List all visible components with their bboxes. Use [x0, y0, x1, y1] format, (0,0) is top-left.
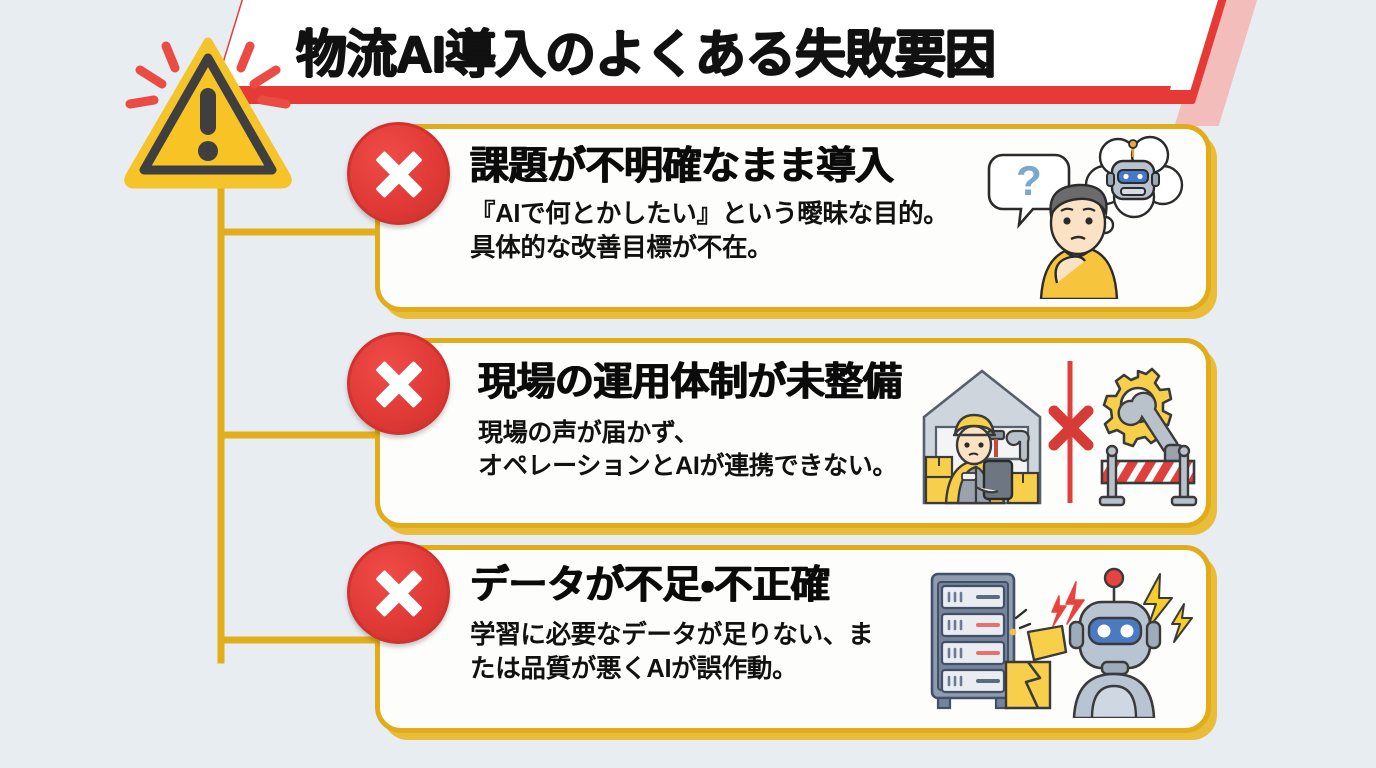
card-2-body-line2: オペレーションとAIが連携できない。 — [478, 452, 898, 481]
x-mark-icon-2 — [347, 332, 450, 435]
failure-card-1[interactable]: 課題が不明確なまま導入 『AIで何とかしたい』という曖昧な目的。 具体的な改善目… — [375, 124, 1211, 312]
x-glyph — [372, 566, 426, 620]
warehouse-worker-disconnected-from-robot-arm-illustration — [910, 353, 1200, 513]
card-1-title: 課題が不明確なまま導入 — [470, 145, 894, 188]
card-3-title: データが不足・不正確 — [470, 564, 830, 607]
warning-triangle-icon — [118, 18, 298, 194]
card-2-body-line1: 現場の声が届かず、 — [478, 418, 699, 447]
svg-text:?: ? — [1016, 157, 1042, 204]
card-2-body: 現場の声が届かず、 オペレーションとAIが連携できない。 — [478, 417, 998, 485]
card-1-body: 『AIで何とかしたい』という曖昧な目的。 具体的な改善目標が不在。 — [470, 197, 990, 266]
failure-card-3[interactable]: データが不足・不正確 学習に必要なデータが足りない、ま たは品質が悪くAIが誤作… — [375, 545, 1211, 733]
card-1-text: 課題が不明確なまま導入 『AIで何とかしたい』という曖昧な目的。 具体的な改善目… — [470, 145, 990, 266]
card-2-text: 現場の運用体制が未整備 現場の声が届かず、 オペレーションとAIが連携できない。 — [478, 361, 998, 484]
card-3-text: データが不足・不正確 学習に必要なデータが足りない、ま たは品質が悪くAIが誤作… — [470, 564, 990, 687]
x-glyph — [372, 357, 426, 411]
card-1-body-line2: 具体的な改善目標が不在。 — [470, 234, 773, 263]
card-3-body-line2: たは品質が悪くAIが誤作動。 — [470, 655, 798, 684]
card-1-body-line1: 『AIで何とかしたい』という曖昧な目的。 — [470, 199, 949, 228]
x-mark-icon-3 — [347, 541, 450, 644]
x-glyph — [372, 147, 426, 201]
card-3-body-line1: 学習に必要なデータが足りない、ま — [470, 620, 874, 649]
card-2-title: 現場の運用体制が未整備 — [478, 361, 902, 404]
x-mark-icon-1 — [347, 122, 450, 225]
confused-person-thinking-about-robot-illustration: ? — [983, 133, 1198, 299]
failure-card-2[interactable]: 現場の運用体制が未整備 現場の声が届かず、 オペレーションとAIが連携できない。 — [375, 338, 1211, 528]
page-title: 物流AI導入のよくある失敗要因 — [296, 26, 996, 83]
title-banner: 物流AI導入のよくある失敗要因 — [0, 0, 1376, 126]
card-3-body: 学習に必要なデータが足りない、ま たは品質が悪くAIが誤作動。 — [470, 618, 990, 687]
server-rack-broken-data-malfunctioning-robot-illustration — [916, 556, 1196, 718]
